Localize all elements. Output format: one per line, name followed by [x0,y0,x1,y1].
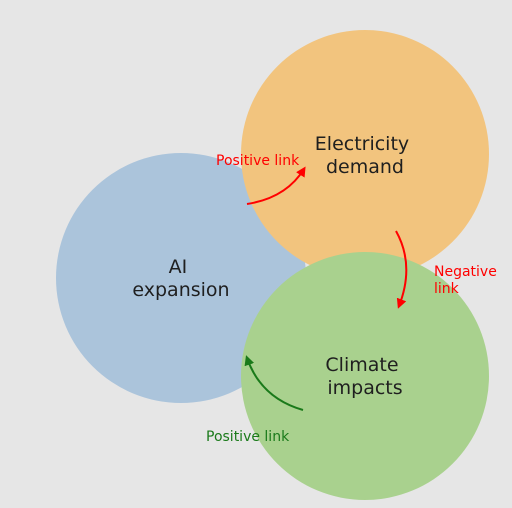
climate-impacts-label-line2: impacts [327,377,402,399]
climate-impacts-label: Climate impacts [325,354,404,399]
ai-to-electricity-label: Positive link [216,153,300,169]
electricity-to-climate-arrow [395,230,408,309]
electricity-demand-circle [241,30,489,278]
ai-expansion-circle [56,153,306,403]
electricity-to-climate-label: Negative link [434,264,501,297]
electricity-to-climate-label-line1: Negative [434,264,497,280]
ai-expansion-label-line1: AI [169,256,188,278]
ai-expansion-label: AI expansion [132,256,229,301]
ai-expansion-label-line2: expansion [132,279,229,301]
climate-to-ai-arrow [244,355,304,411]
electricity-to-climate-label-line2: link [434,281,460,297]
electricity-demand-label-line2: demand [326,156,404,178]
ai-to-electricity-arrow [246,166,306,205]
climate-to-ai-label: Positive link [206,429,290,445]
electricity-demand-label-line1: Electricity [315,133,409,155]
climate-impacts-circle [241,252,489,500]
electricity-demand-label: Electricity demand [315,133,415,178]
climate-impacts-label-line1: Climate [325,354,398,376]
